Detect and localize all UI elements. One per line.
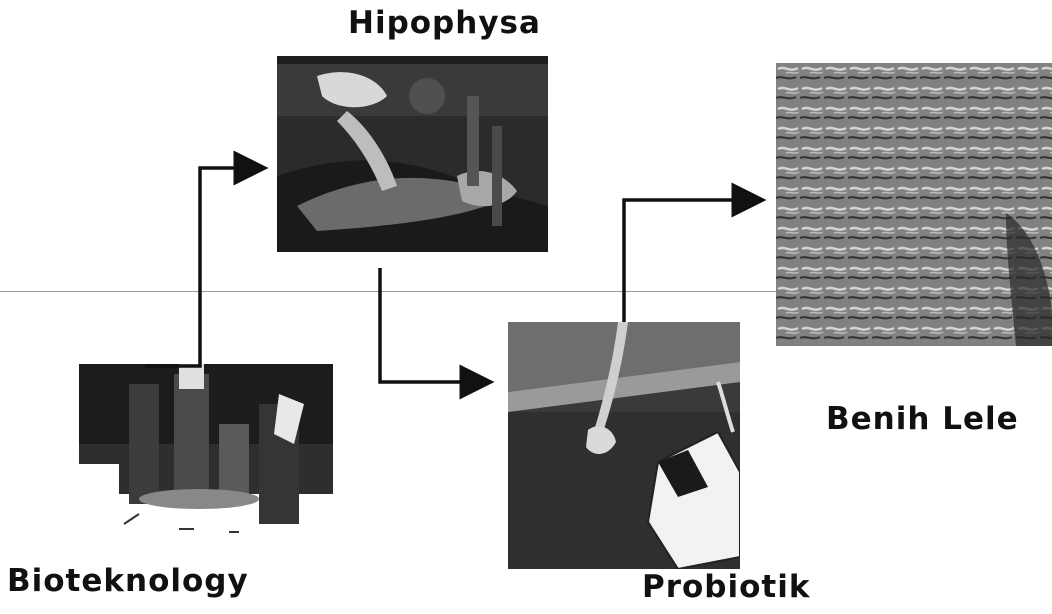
hipophysa-photo: [277, 56, 548, 252]
label-benih-lele: Benih Lele: [826, 401, 1019, 437]
label-probiotik: Probiotik: [642, 569, 810, 605]
label-hipophysa: Hipophysa: [348, 5, 541, 41]
arrow-hipophysa-to-probiotik: [380, 268, 484, 382]
arrow-bioteknology-to-hipophysa: [145, 168, 258, 366]
benih-lele-photo: [776, 63, 1052, 346]
probiotik-photo: [508, 322, 740, 569]
bioteknology-photo: [79, 364, 333, 536]
arrow-probiotik-to-benih-lele: [624, 200, 756, 322]
label-bioteknology: Bioteknology: [7, 563, 249, 599]
